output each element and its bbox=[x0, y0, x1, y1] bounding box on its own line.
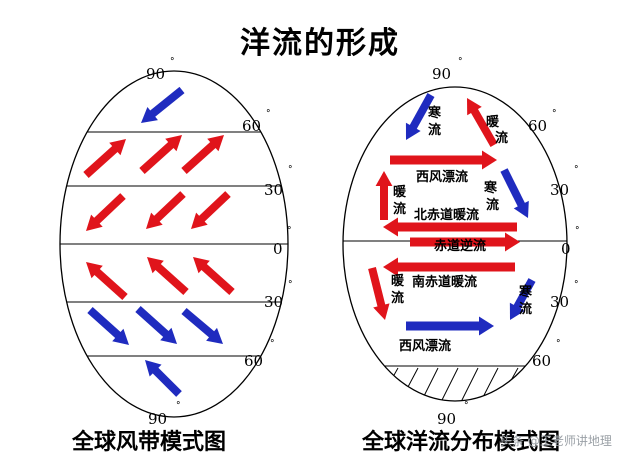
left-lat-north-pole: 90 bbox=[146, 65, 165, 83]
wind-arrow-westerly-n-3 bbox=[181, 135, 224, 174]
label-cold-e-s-1: 寒 bbox=[518, 284, 533, 300]
label-warm-ne-2: 流 bbox=[495, 130, 508, 146]
right-deg-equator: ° bbox=[575, 226, 580, 236]
left-lat-equator: 0 bbox=[273, 240, 283, 258]
wind-arrow-trade-n-1 bbox=[86, 193, 126, 231]
wind-arrow-westerly-n-2 bbox=[139, 135, 182, 174]
right-deg-n60: ° bbox=[552, 109, 557, 119]
wind-arrow-polar-south bbox=[145, 360, 182, 397]
wind-arrow-westerly-s-1 bbox=[87, 307, 129, 345]
wind-arrow-polar-north bbox=[141, 86, 185, 123]
label-north-equatorial: 北赤道暖流 bbox=[414, 207, 479, 223]
left-deg-north-pole: ° bbox=[170, 57, 175, 67]
current-warm-ne bbox=[467, 98, 498, 147]
left-deg-s60: ° bbox=[270, 339, 275, 349]
left-caption: 全球风带模式图 bbox=[72, 430, 227, 455]
current-warm-west-north bbox=[375, 171, 393, 220]
wind-arrow-trade-n-3 bbox=[191, 191, 231, 229]
wind-arrow-westerly-n-1 bbox=[83, 139, 126, 178]
antarctica-hatch bbox=[379, 367, 519, 401]
current-warm-west-south bbox=[368, 267, 390, 320]
right-lat-s30: 30 bbox=[550, 293, 569, 311]
right-deg-north-pole: ° bbox=[458, 57, 463, 67]
current-arrows bbox=[368, 93, 536, 336]
right-caption: 全球洋流分布模式图 bbox=[362, 430, 561, 455]
left-deg-s30: ° bbox=[288, 280, 293, 290]
current-cold-east-north bbox=[500, 168, 529, 218]
left-deg-equator: ° bbox=[287, 226, 292, 236]
right-lat-n60: 60 bbox=[528, 117, 547, 135]
current-westerly-south bbox=[406, 316, 494, 336]
left-lat-n30: 30 bbox=[264, 181, 283, 199]
current-westerly-north bbox=[390, 150, 497, 170]
left-deg-n60: ° bbox=[266, 109, 271, 119]
left-deg-south-pole: ° bbox=[176, 401, 181, 411]
label-warm-w-n-2: 流 bbox=[393, 201, 406, 217]
label-warm-ne-1: 暖 bbox=[486, 114, 500, 130]
wind-arrow-westerly-s-3 bbox=[181, 307, 223, 344]
label-cold-nw-2: 流 bbox=[428, 122, 441, 138]
label-cold-nw-1: 寒 bbox=[427, 105, 442, 121]
right-deg-n30: ° bbox=[574, 165, 579, 175]
left-lat-south-pole: 90 bbox=[148, 410, 167, 428]
wind-arrow-trade-s-2 bbox=[147, 257, 189, 295]
right-lat-s60: 60 bbox=[532, 352, 551, 370]
label-westerly-north: 西风漂流 bbox=[416, 169, 468, 185]
left-lat-n60: 60 bbox=[242, 117, 261, 135]
watermark: 头条 @王老师讲地理 bbox=[500, 434, 612, 448]
right-deg-s30: ° bbox=[574, 280, 579, 290]
ocean-current-diagram: 寒 流 暖 流 西风漂流 暖 流 寒 流 北赤道暖流 赤道逆流 暖 流 南赤道暖… bbox=[342, 57, 580, 428]
label-cold-e-n-1: 寒 bbox=[483, 180, 498, 196]
label-cold-e-s-2: 流 bbox=[519, 301, 532, 317]
left-deg-n30: ° bbox=[288, 165, 293, 175]
right-lat-equator: 0 bbox=[561, 240, 571, 258]
label-counter: 赤道逆流 bbox=[434, 238, 486, 254]
wind-arrows bbox=[83, 86, 235, 397]
right-deg-s60: ° bbox=[556, 339, 561, 349]
current-counter bbox=[410, 232, 520, 252]
label-westerly-south: 西风漂流 bbox=[399, 338, 451, 354]
label-warm-w-s-2: 流 bbox=[391, 290, 404, 306]
label-warm-w-s-1: 暖 bbox=[391, 273, 405, 289]
wind-belt-diagram: 90 ° 60 ° 30 ° 0 ° 30 ° 60 ° 90 ° bbox=[59, 57, 293, 428]
right-lat-south-pole: 90 bbox=[437, 410, 456, 428]
wind-arrow-trade-n-2 bbox=[146, 191, 186, 229]
label-warm-w-n-1: 暖 bbox=[393, 184, 407, 200]
left-lat-s60: 60 bbox=[244, 352, 263, 370]
label-cold-e-n-2: 流 bbox=[486, 197, 499, 213]
right-deg-south-pole: ° bbox=[464, 401, 469, 411]
wind-arrow-trade-s-3 bbox=[193, 257, 235, 295]
current-cold-east-south bbox=[509, 278, 536, 320]
current-cold-nw bbox=[405, 93, 435, 140]
wind-arrow-trade-s-1 bbox=[86, 262, 128, 300]
right-globe-outline bbox=[342, 86, 568, 402]
right-lat-north-pole: 90 bbox=[432, 65, 451, 83]
right-lat-n30: 30 bbox=[550, 181, 569, 199]
current-north-equatorial bbox=[383, 217, 517, 237]
page-title: 洋流的形成 bbox=[240, 26, 400, 61]
current-south-equatorial bbox=[383, 257, 515, 277]
label-south-equatorial: 南赤道暖流 bbox=[412, 274, 477, 290]
left-lat-s30: 30 bbox=[264, 293, 283, 311]
wind-arrow-westerly-s-2 bbox=[135, 306, 177, 344]
